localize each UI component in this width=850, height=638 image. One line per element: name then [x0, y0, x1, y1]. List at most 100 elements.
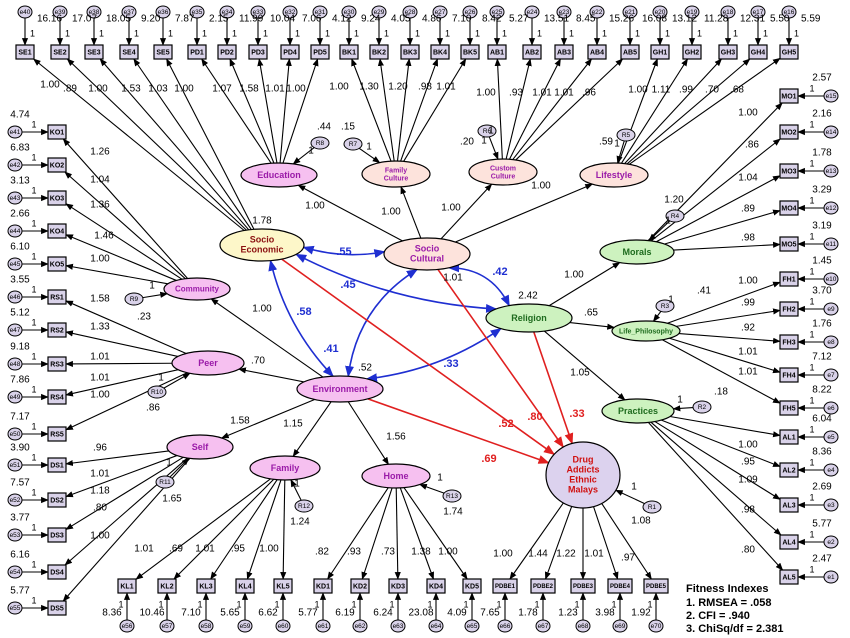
top-error-e25-label: e25 — [492, 9, 503, 16]
left-error-e49-label: e49 — [10, 394, 21, 401]
residual-r7-label: R7 — [349, 141, 358, 148]
top-variance-se3: 18.05 — [106, 14, 131, 25]
latent-self — [166, 434, 234, 460]
bottom-variance-kd5: 4.09 — [447, 608, 467, 619]
residual-r5-arrow — [616, 140, 625, 164]
top-error-e36-label: e36 — [158, 9, 169, 16]
residual-r4-arrow — [648, 220, 671, 242]
right-indicator-al2-label: AL2 — [782, 467, 795, 474]
top-error-e38-label: e38 — [89, 9, 100, 16]
bottom-indicator-kd3-label: KD3 — [391, 583, 405, 590]
left-loading-arrow-ds1 — [65, 450, 169, 467]
path-sociocultural-customculture — [440, 183, 493, 240]
top-loading-arrow-ab3 — [508, 58, 561, 160]
left-variance-ko3: 3.13 — [10, 176, 30, 187]
bottom-error-weight-e59: 1 — [236, 599, 241, 609]
right-loading-mo2: .86 — [745, 140, 759, 151]
left-indicator-rs1-label: RS1 — [50, 294, 64, 301]
right-error-e7-label: e7 — [827, 372, 835, 379]
top-indicator-pd3-label: PD3 — [251, 49, 265, 56]
left-loading-rs1: 1.58 — [90, 294, 110, 305]
left-variance-ds2: 7.57 — [10, 478, 30, 489]
latent-peer-label: Peer — [198, 358, 218, 368]
top-loading-se4: 1.53 — [121, 84, 141, 95]
residual-r10-circle — [147, 385, 167, 399]
bottom-error-e64-circle — [428, 619, 444, 633]
bottom-error-weight-e57: 1 — [158, 599, 163, 609]
latent-socio-economic — [219, 228, 305, 262]
left-loading-arrow-ds3 — [65, 456, 184, 530]
coef-sc-edu: 1.00 — [305, 201, 325, 212]
bottom-loading-kd3: .73 — [381, 547, 395, 558]
top-error-weight-e23: 1 — [569, 28, 574, 38]
path-socioeconomic-drug — [281, 258, 556, 455]
latent-life-philosophy — [611, 320, 681, 342]
right-error-e14-label: e14 — [826, 129, 837, 136]
residual-weight-12: 1 — [677, 395, 683, 406]
path-environment-family — [292, 401, 332, 457]
bottom-loading-arrow-pdbe4 — [593, 506, 619, 580]
residual-r4-circle — [665, 209, 685, 223]
top-loading-gh3: .99 — [679, 85, 693, 96]
right-error-e15-label: e15 — [826, 93, 837, 100]
latent-community-label: Community — [175, 285, 220, 294]
top-error-e25-circle — [489, 5, 505, 19]
right-variance-al4: 5.77 — [812, 519, 832, 530]
path-sociocultural-education — [297, 184, 403, 242]
latent-family-culture — [361, 160, 431, 188]
right-loading-arrow-fh1 — [667, 281, 781, 324]
top-loading-arrow-ab4 — [512, 58, 592, 160]
residual-r6-label: R6 — [483, 128, 492, 135]
top-error-weight-e16: 1 — [794, 28, 799, 38]
residual-r1-label: R1 — [648, 504, 657, 511]
bottom-error-e69-circle — [612, 619, 628, 633]
left-indicator-rs4-box — [47, 389, 67, 405]
top-indicator-bk5-label: BK5 — [463, 49, 477, 56]
top-error-e34-label: e34 — [222, 9, 233, 16]
top-variance-se1: 16.16 — [37, 14, 62, 25]
left-indicator-rs4-label: RS4 — [50, 394, 64, 401]
left-error-weight-e52: 1 — [31, 487, 36, 497]
bottom-loading-kl5: 1.00 — [259, 544, 279, 555]
left-loading-arrow-ds2 — [65, 455, 178, 498]
variance-var-comm: .23 — [137, 312, 151, 323]
latent-religion — [485, 303, 573, 333]
left-variance-ds1: 3.90 — [10, 443, 30, 454]
bottom-indicator-pdbe4-box — [607, 578, 633, 594]
top-variance-ab5: 16.08 — [642, 14, 667, 25]
left-error-weight-e55: 1 — [31, 595, 36, 605]
path-socioeconomic-environment — [268, 259, 334, 377]
top-loading-ab4: 1.01 — [554, 88, 574, 99]
left-indicator-ko1-box — [47, 124, 67, 140]
top-error-weight-e31: 1 — [325, 28, 330, 38]
bottom-loading-arrow-kl5 — [280, 479, 287, 580]
left-error-e45-circle — [7, 257, 23, 271]
coef-sc-cust: 1.00 — [441, 203, 461, 214]
top-error-e35-label: e35 — [192, 9, 203, 16]
right-loading-arrow-al2 — [661, 419, 781, 467]
left-error-e50-circle — [7, 427, 23, 441]
top-indicator-se5-label: SE5 — [156, 49, 169, 56]
residual-r2-circle — [692, 400, 712, 414]
top-loading-pd2: 1.07 — [212, 84, 232, 95]
right-error-e3-label: e3 — [827, 502, 835, 509]
left-error-e50-label: e50 — [10, 431, 21, 438]
bottom-variance-pdbe2: 1.78 — [518, 608, 538, 619]
top-loading-ab2: .93 — [509, 88, 523, 99]
left-error-e41-label: e41 — [10, 129, 21, 136]
residual-r2-arrow — [672, 405, 694, 412]
right-loading-fh1: 1.00 — [738, 276, 758, 287]
top-error-e35-circle — [189, 5, 205, 19]
top-indicator-ab4-label: AB4 — [590, 49, 604, 56]
bottom-loading-arrow-kl3 — [210, 479, 278, 580]
right-indicator-mo1-label: MO1 — [781, 93, 796, 100]
top-loading-arrow-gh4 — [626, 58, 751, 165]
left-indicator-rs2-label: RS2 — [50, 327, 64, 334]
right-indicator-fh5-box — [779, 400, 799, 416]
right-error-e6-label: e6 — [827, 405, 835, 412]
left-error-e51-label: e51 — [10, 462, 21, 469]
top-variance-ab3: 8.45 — [576, 14, 596, 25]
residual-r6-circle — [477, 124, 497, 138]
left-loading-rs3: 1.01 — [90, 352, 110, 363]
